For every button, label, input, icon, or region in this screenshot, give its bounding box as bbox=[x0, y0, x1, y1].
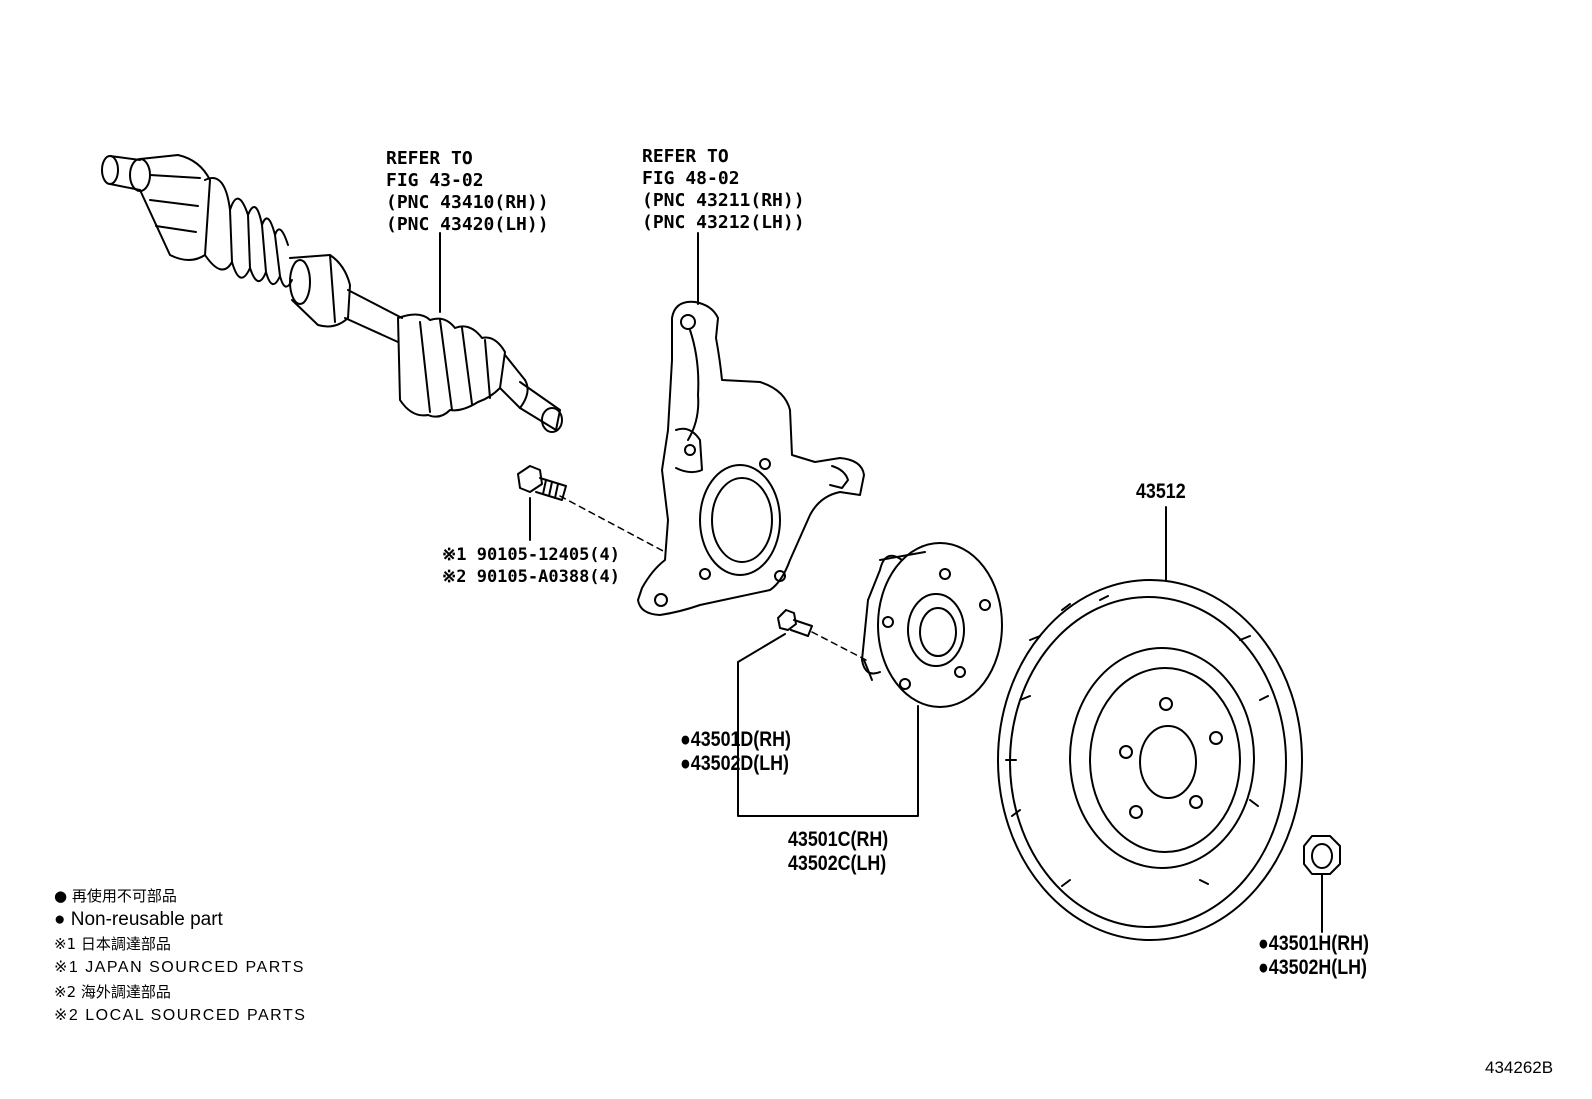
knuckle-bolt-callout: ※1 90105-12405(4) ※2 90105-A0388(4) bbox=[442, 544, 620, 588]
knuckle-ref-line: (PNC 43212(LH)) bbox=[642, 212, 805, 233]
hub-nut-part-number: ●43501H(RH) bbox=[1258, 932, 1369, 955]
legend-item: ※2 海外調達部品 bbox=[54, 983, 171, 1001]
hub-bolt-part-number: ●43502D(LH) bbox=[680, 752, 789, 775]
knuckle-ref-line: (PNC 43211(RH)) bbox=[642, 190, 805, 211]
driveshaft-ref-line: REFER TO bbox=[386, 148, 473, 169]
hub-nut-illustration bbox=[1303, 835, 1341, 875]
legend-item: ● 再使用不可部品 bbox=[54, 887, 177, 905]
drive-shaft-illustration bbox=[101, 154, 563, 433]
knuckle-reference-label: REFER TO FIG 48-02 (PNC 43211(RH)) (PNC … bbox=[642, 146, 805, 234]
hub-nut-part-number: ●43502H(LH) bbox=[1258, 956, 1367, 979]
hub-bearing-illustration bbox=[861, 542, 1003, 708]
hub-nut-callout: ●43501H(RH) ●43502H(LH) bbox=[1258, 932, 1369, 980]
driveshaft-ref-line: (PNC 43420(LH)) bbox=[386, 214, 549, 235]
hub-bolt-dash bbox=[811, 631, 867, 661]
driveshaft-ref-line: FIG 43-02 bbox=[386, 170, 484, 191]
legend: ● 再使用不可部品 ● Non-reusable part ※1 日本調達部品 … bbox=[54, 884, 306, 1028]
knuckle-bolt-illustration bbox=[517, 465, 567, 501]
hub-assembly-part-number: 43502C(LH) bbox=[788, 852, 887, 875]
figure-id: 434262B bbox=[1485, 1058, 1554, 1077]
hub-bolt-callout: ●43501D(RH) ●43502D(LH) bbox=[680, 728, 791, 776]
legend-item: ※1 JAPAN SOURCED PARTS bbox=[54, 959, 305, 976]
bolt-part-number: ※1 90105-12405(4) bbox=[442, 545, 621, 565]
legend-item: ※2 LOCAL SOURCED PARTS bbox=[54, 1007, 307, 1024]
hub-bracket-leader bbox=[737, 633, 919, 817]
legend-item: ※1 日本調達部品 bbox=[54, 935, 171, 953]
disc-part-number-text: 43512 bbox=[1136, 480, 1186, 503]
driveshaft-ref-line: (PNC 43410(RH)) bbox=[386, 192, 549, 213]
legend-item: ● Non-reusable part bbox=[54, 909, 223, 930]
bolt-part-number: ※2 90105-A0388(4) bbox=[442, 567, 621, 587]
knuckle-ref-line: FIG 48-02 bbox=[642, 168, 740, 189]
knuckle-ref-line: REFER TO bbox=[642, 146, 729, 167]
hub-assembly-part-number: 43501C(RH) bbox=[788, 828, 889, 851]
knuckle-bolt-dash bbox=[559, 495, 666, 553]
hub-assembly-callout: 43501C(RH) 43502C(LH) bbox=[788, 828, 888, 876]
brake-disc-illustration bbox=[997, 579, 1303, 941]
hub-bolt-part-number: ●43501D(RH) bbox=[680, 728, 791, 751]
steering-knuckle-illustration bbox=[637, 300, 865, 616]
driveshaft-reference-label: REFER TO FIG 43-02 (PNC 43410(RH)) (PNC … bbox=[386, 148, 549, 236]
hub-bolt-illustration bbox=[777, 609, 813, 637]
disc-part-number: 43512 bbox=[1136, 480, 1186, 504]
